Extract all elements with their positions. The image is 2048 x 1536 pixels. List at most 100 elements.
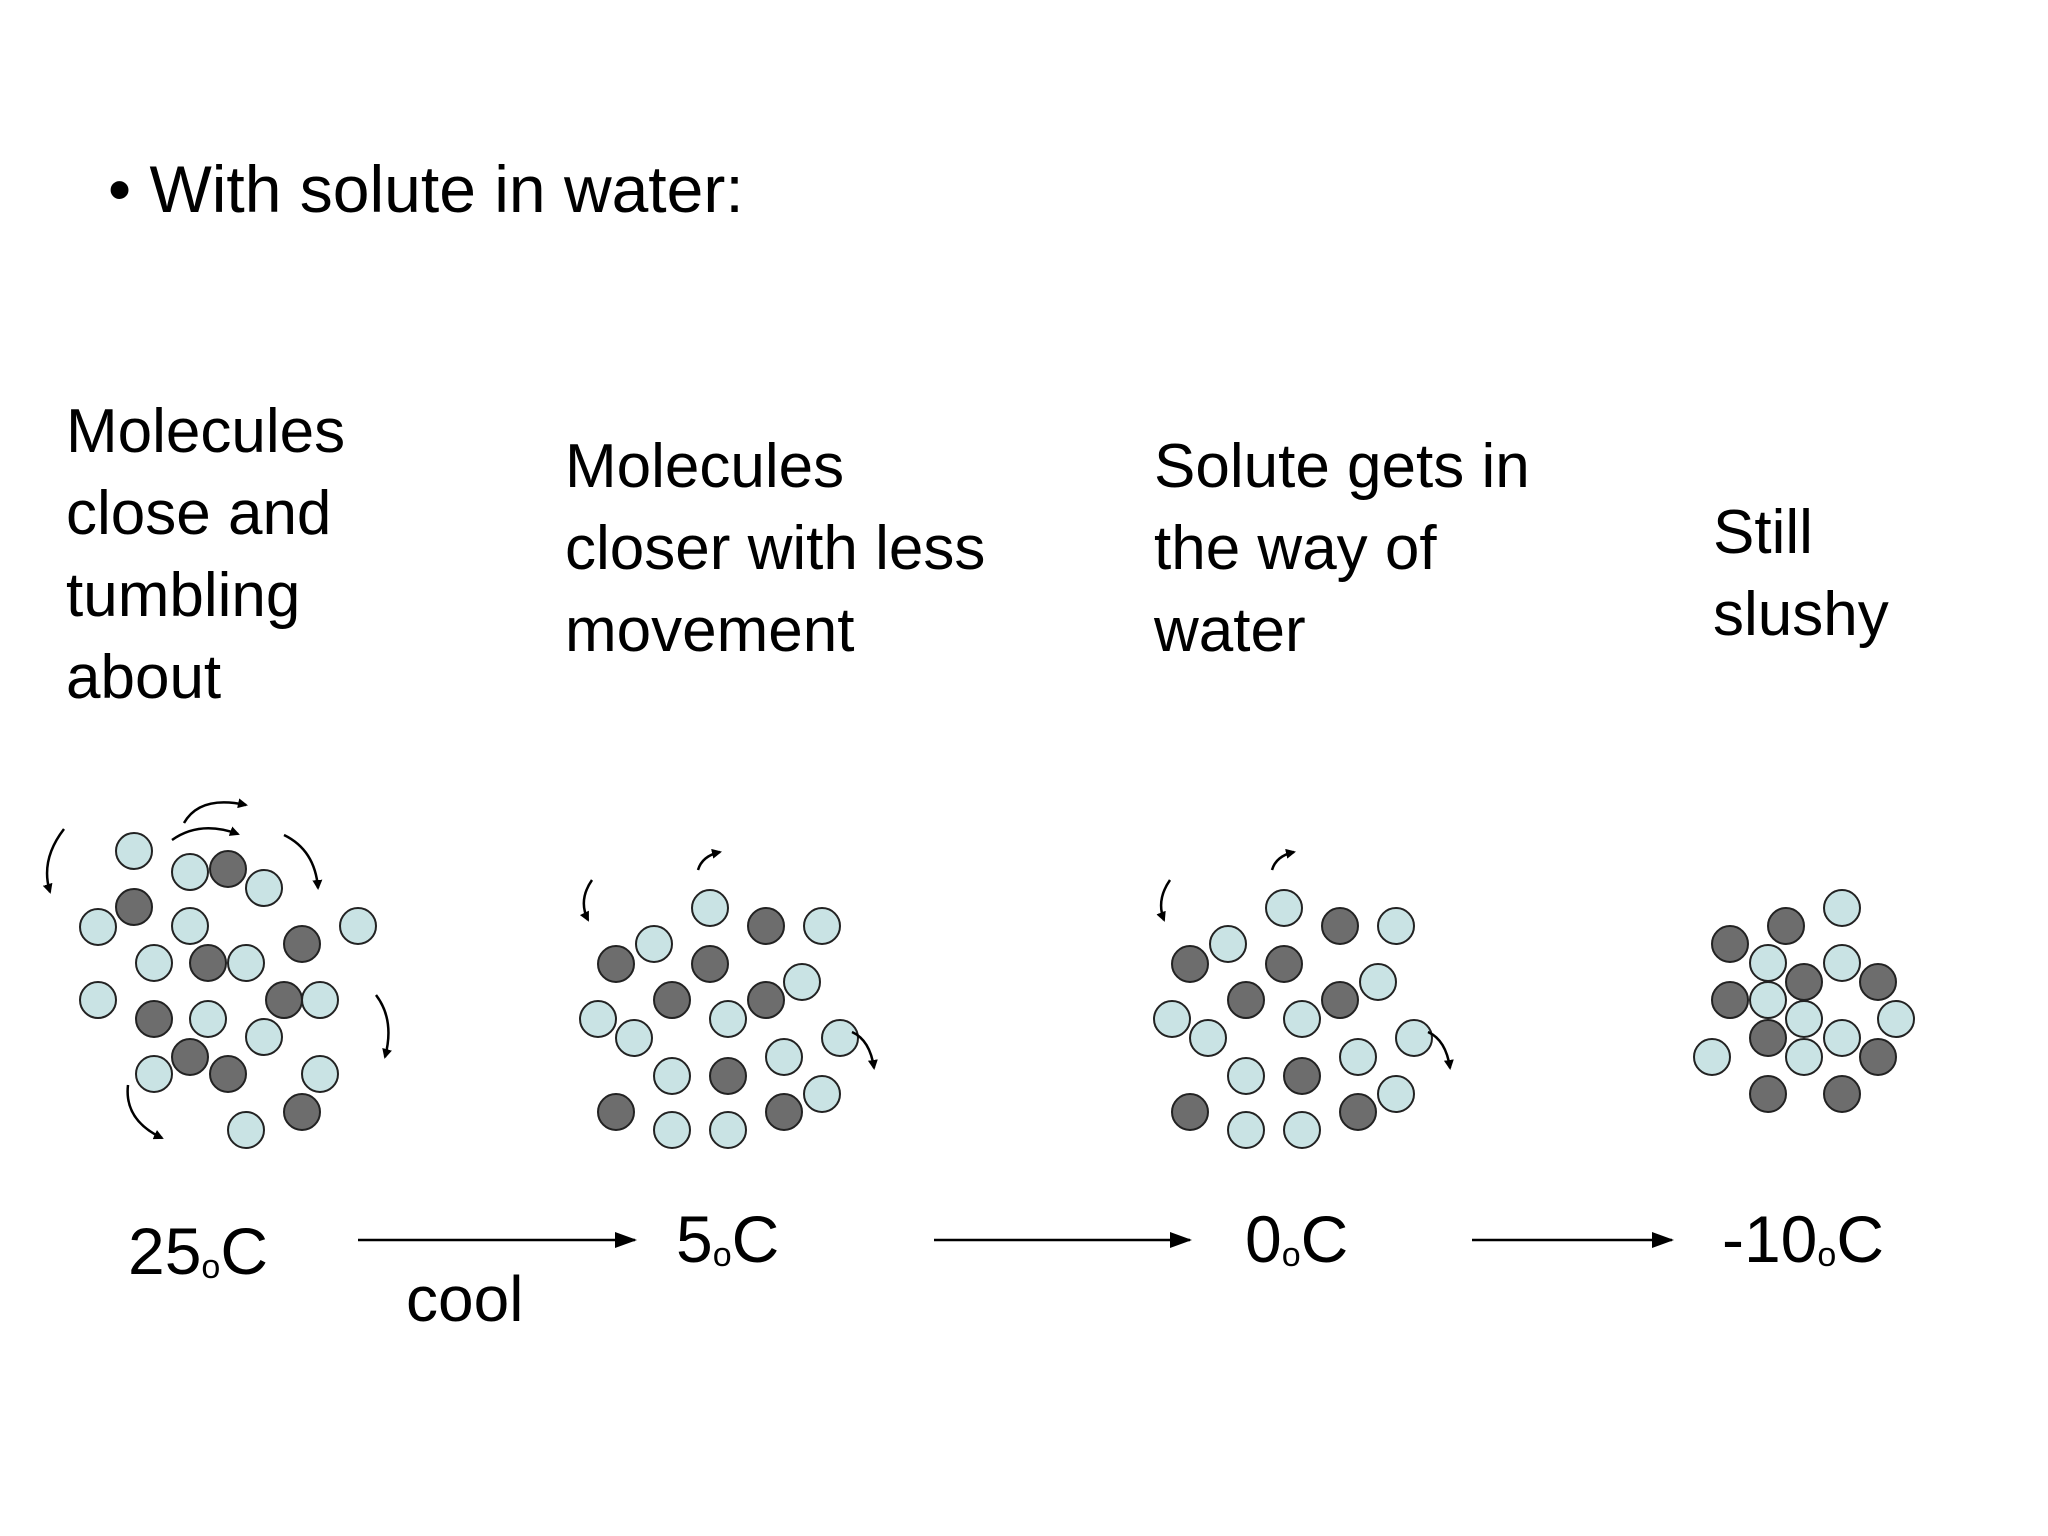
water-molecule — [615, 1019, 653, 1057]
water-molecule — [1265, 889, 1303, 927]
temp-value: 25 — [128, 1214, 202, 1288]
water-molecule — [765, 1038, 803, 1076]
temp-unit: C — [1300, 1202, 1349, 1276]
stage-2-caption: Molecules closer with less movement — [565, 426, 985, 672]
caption-line: Molecules — [565, 432, 845, 501]
solute-molecule — [653, 981, 691, 1019]
water-molecule — [227, 944, 265, 982]
temp-unit: C — [220, 1214, 269, 1288]
water-molecule — [1877, 1000, 1915, 1038]
water-molecule — [1189, 1019, 1227, 1057]
solute-molecule — [189, 944, 227, 982]
water-molecule — [189, 1000, 227, 1038]
solute-molecule — [1283, 1057, 1321, 1095]
molecule-cluster-3 — [1153, 889, 1433, 1149]
solute-molecule — [115, 888, 153, 926]
solute-molecule — [747, 981, 785, 1019]
motion-arrow — [1427, 1030, 1454, 1070]
molecule-groups — [79, 832, 1915, 1149]
motion-arrow — [182, 798, 248, 824]
solute-molecule — [283, 925, 321, 963]
water-molecule — [1823, 944, 1861, 982]
solute-molecule — [1171, 945, 1209, 983]
temp-value: 5 — [676, 1202, 713, 1276]
motion-arrow — [126, 1084, 164, 1140]
solute-molecule — [1171, 1093, 1209, 1131]
motion-arrows — [42, 798, 1454, 1140]
stage-1-caption: Molecules close and tumbling about — [66, 391, 345, 719]
water-molecule — [1395, 1019, 1433, 1057]
water-molecule — [635, 925, 673, 963]
solute-molecule — [1749, 1075, 1787, 1113]
water-molecule — [301, 981, 339, 1019]
water-molecule — [227, 1111, 265, 1149]
water-molecule — [135, 944, 173, 982]
caption-line: closer with less — [565, 514, 986, 583]
temp-unit: C — [731, 1202, 780, 1276]
water-molecule — [1209, 925, 1247, 963]
solute-molecule — [209, 850, 247, 888]
water-molecule — [1823, 889, 1861, 927]
water-molecule — [1283, 1000, 1321, 1038]
solute-molecule — [691, 945, 729, 983]
caption-line: Molecules — [66, 397, 346, 466]
degree-mark: o — [1817, 1236, 1837, 1274]
solute-molecule — [265, 981, 303, 1019]
temp-unit: C — [1836, 1202, 1884, 1276]
temperature-minus10c: -10oC — [1722, 1206, 1884, 1272]
caption-line: tumbling — [66, 561, 301, 630]
water-molecule — [1227, 1111, 1265, 1149]
degree-mark: o — [1281, 1236, 1301, 1274]
solute-molecule — [1227, 981, 1265, 1019]
solute-molecule — [1823, 1075, 1861, 1113]
water-molecule — [301, 1055, 339, 1093]
water-molecule — [691, 889, 729, 927]
water-molecule — [171, 907, 209, 945]
water-molecule — [709, 1000, 747, 1038]
solute-molecule — [135, 1000, 173, 1038]
solute-molecule — [1767, 907, 1805, 945]
water-molecule — [803, 1075, 841, 1113]
water-molecule — [171, 853, 209, 891]
water-molecule — [79, 908, 117, 946]
water-molecule — [1377, 907, 1415, 945]
caption-line: close and — [66, 479, 332, 548]
temp-value: 0 — [1245, 1202, 1282, 1276]
temperature-5c: 5oC — [676, 1206, 779, 1272]
water-molecule — [135, 1055, 173, 1093]
water-molecule — [783, 963, 821, 1001]
temperature-0c: 0oC — [1245, 1206, 1348, 1272]
solute-molecule — [1859, 963, 1897, 1001]
water-molecule — [653, 1111, 691, 1149]
molecule-cluster-2 — [579, 889, 859, 1149]
water-molecule — [245, 1018, 283, 1056]
water-molecule — [115, 832, 153, 870]
cool-label: cool — [406, 1263, 524, 1335]
temperature-25c: 25oC — [128, 1218, 268, 1284]
caption-line: the way of — [1154, 514, 1437, 583]
solute-molecule — [709, 1057, 747, 1095]
molecule-cluster-1 — [79, 832, 377, 1149]
water-molecule — [803, 907, 841, 945]
water-molecule — [1693, 1038, 1731, 1076]
solute-molecule — [1711, 925, 1749, 963]
motion-arrow — [171, 826, 240, 842]
solute-molecule — [1339, 1093, 1377, 1131]
solute-molecule — [597, 945, 635, 983]
solute-molecule — [171, 1038, 209, 1076]
water-molecule — [1339, 1038, 1377, 1076]
motion-arrow — [1156, 879, 1172, 922]
motion-arrow — [42, 828, 65, 894]
water-molecule — [1283, 1111, 1321, 1149]
degree-mark: o — [712, 1236, 732, 1274]
caption-line: movement — [565, 596, 855, 665]
caption-line: slushy — [1713, 580, 1889, 649]
motion-arrow — [375, 994, 392, 1059]
water-molecule — [1749, 981, 1787, 1019]
caption-line: Solute gets in — [1154, 432, 1530, 501]
water-molecule — [79, 981, 117, 1019]
caption-line: water — [1154, 596, 1306, 665]
solute-molecule — [765, 1093, 803, 1131]
solute-molecule — [1859, 1038, 1897, 1076]
